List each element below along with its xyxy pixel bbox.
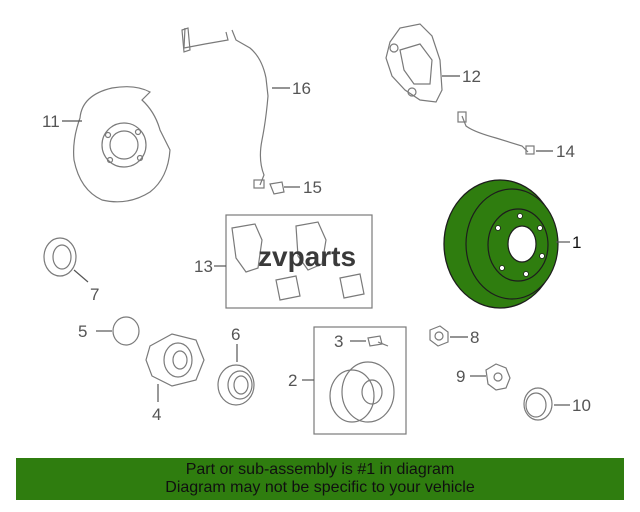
part-8-nut[interactable] [429, 325, 449, 347]
part-15-clip[interactable] [269, 181, 285, 195]
leader-7 [73, 269, 89, 283]
part-16-sensor-wire[interactable] [181, 27, 269, 189]
callout-15[interactable]: 15 [303, 178, 322, 197]
callout-14[interactable]: 14 [556, 142, 575, 161]
banner-line-1: Part or sub-assembly is #1 in diagram [185, 461, 455, 478]
watermark-logo: zvparts [258, 241, 356, 272]
part-2-hub-assembly[interactable] [313, 326, 407, 435]
banner-line-2: Diagram may not be specific to your vehi… [165, 479, 475, 496]
callout-13[interactable]: 13 [194, 257, 213, 276]
callout-6[interactable]: 6 [231, 325, 240, 344]
part-6-bearing[interactable] [217, 364, 255, 406]
callout-11[interactable]: 11 [42, 112, 60, 131]
callout-9[interactable]: 9 [456, 367, 465, 386]
part-1-brake-rotor[interactable] [443, 179, 559, 309]
callout-10[interactable]: 10 [572, 396, 591, 415]
part-3-bolt[interactable] [367, 335, 389, 347]
part-13-brake-pads[interactable] [225, 214, 373, 309]
callout-7[interactable]: 7 [90, 285, 99, 304]
callout-1[interactable]: 1 [572, 233, 581, 252]
part-5-o-ring[interactable] [112, 316, 140, 346]
callout-12[interactable]: 12 [462, 67, 481, 86]
callout-2[interactable]: 2 [288, 371, 297, 390]
part-11-dust-shield[interactable] [73, 86, 171, 203]
part-12-caliper[interactable] [385, 23, 443, 103]
callout-5[interactable]: 5 [78, 322, 87, 341]
part-14-brake-hose[interactable] [457, 111, 535, 155]
callout-3[interactable]: 3 [334, 332, 343, 351]
callout-16[interactable]: 16 [292, 79, 311, 98]
part-4-hub-housing[interactable] [145, 333, 205, 387]
part-9-sensor-rotor[interactable] [485, 363, 511, 391]
callout-8[interactable]: 8 [470, 328, 479, 347]
callout-4[interactable]: 4 [152, 405, 161, 424]
info-banner: Part or sub-assembly is #1 in diagram Di… [16, 458, 624, 500]
part-10-cap[interactable] [523, 387, 553, 421]
part-7-seal[interactable] [43, 237, 77, 277]
